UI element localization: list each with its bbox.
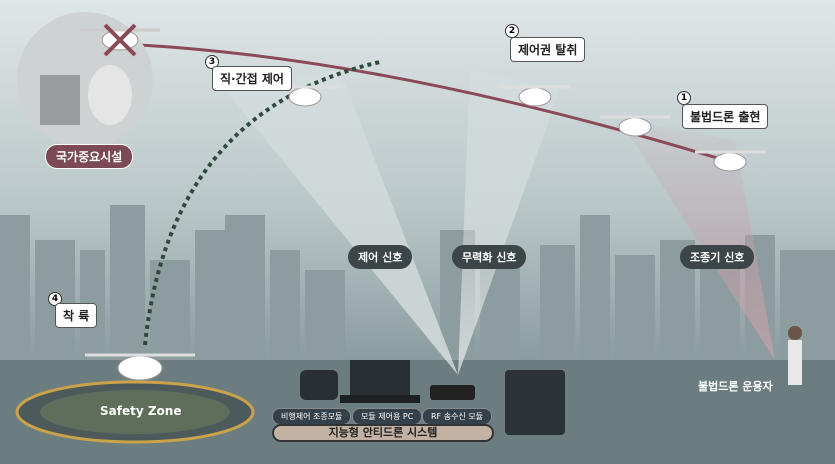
city-skyline [0, 205, 835, 370]
neutralize-signal-beam [458, 70, 560, 375]
step-label: 제어권 탈취 [510, 37, 586, 62]
step-number: 1 [677, 91, 691, 105]
drone-icon [600, 115, 670, 137]
laptop-icon [340, 360, 420, 403]
system-label: 지능형 안티드론 시스템 [272, 424, 494, 442]
controller-signal-label: 조종기 신호 [680, 245, 755, 269]
control-signal-beam [225, 70, 458, 375]
step-number: 3 [205, 55, 219, 69]
module-label: 비행제어 조종모듈 [272, 408, 352, 425]
drone-icon [695, 150, 765, 172]
takeover-path [139, 43, 741, 167]
step-number: 2 [505, 24, 519, 38]
facility-building [40, 75, 80, 125]
module-label: 모듈 제어용 PC [352, 408, 423, 425]
drone-icon [500, 85, 570, 107]
landed-drone-icon [85, 353, 195, 381]
safety-zone-label: Safety Zone [100, 404, 182, 418]
rf-module-icon [430, 385, 475, 400]
operator-head [788, 326, 802, 340]
operator-label: 불법드론 운용자 [698, 380, 773, 393]
crossed-drone-icon [80, 23, 160, 57]
operator-figure [788, 340, 802, 385]
facility-dome [88, 65, 132, 125]
facility-label: 국가중요시설 [45, 144, 134, 169]
step-label: 불법드론 출현 [682, 104, 769, 129]
controller-icon [300, 370, 338, 400]
landing-pad-inner [40, 390, 230, 434]
module-label: RF 송수신 모듈 [422, 408, 493, 425]
step-label: 착 륙 [55, 303, 98, 328]
neutralize-signal-label: 무력화 신호 [452, 245, 527, 269]
jammer-icon [505, 370, 565, 435]
control-signal-label: 제어 신호 [348, 245, 413, 269]
step-label: 직·간접 제어 [212, 66, 292, 91]
controller-signal-beam [620, 120, 775, 360]
